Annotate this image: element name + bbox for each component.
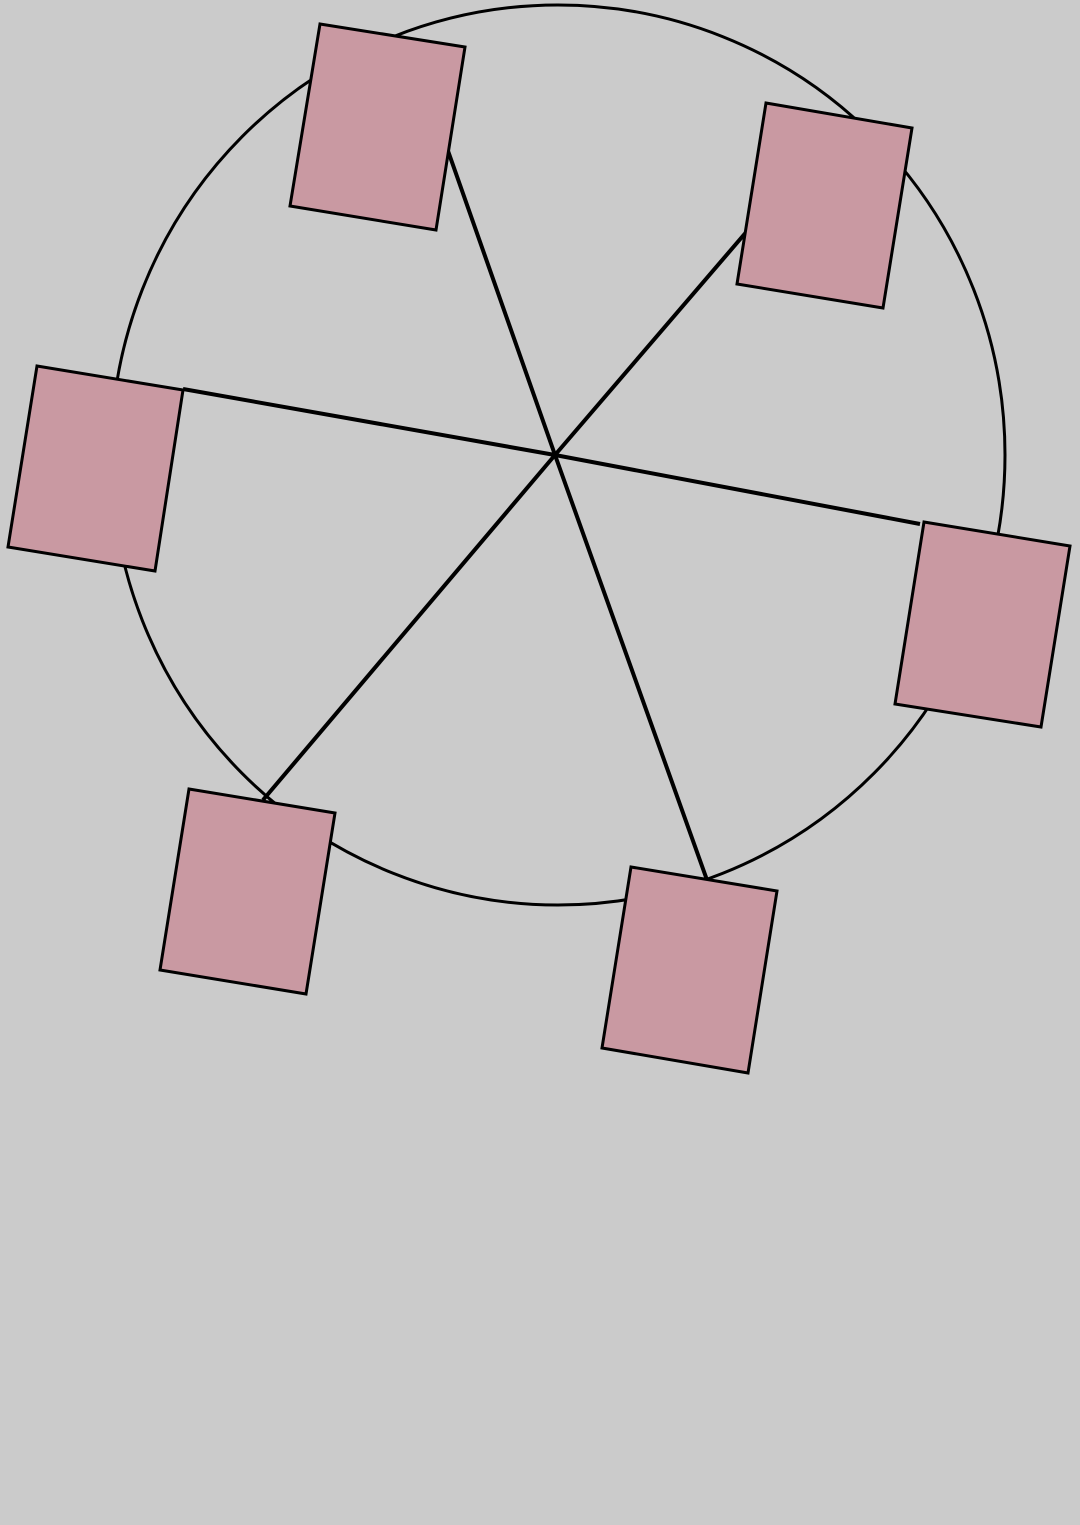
cabin-1 xyxy=(288,22,467,232)
cabin-5 xyxy=(158,787,337,996)
cabin-4 xyxy=(893,520,1072,729)
cabins xyxy=(6,22,1072,1075)
cabin-3 xyxy=(6,364,185,573)
spoke-1 xyxy=(445,147,557,456)
spoke-2 xyxy=(553,228,750,457)
spokes xyxy=(182,147,921,881)
cabin-2 xyxy=(735,101,914,310)
spoke-3 xyxy=(182,387,556,457)
cabin-6 xyxy=(600,865,779,1075)
spoke-4 xyxy=(554,453,921,526)
spoke-5 xyxy=(261,453,557,802)
spoke-6 xyxy=(553,454,709,881)
